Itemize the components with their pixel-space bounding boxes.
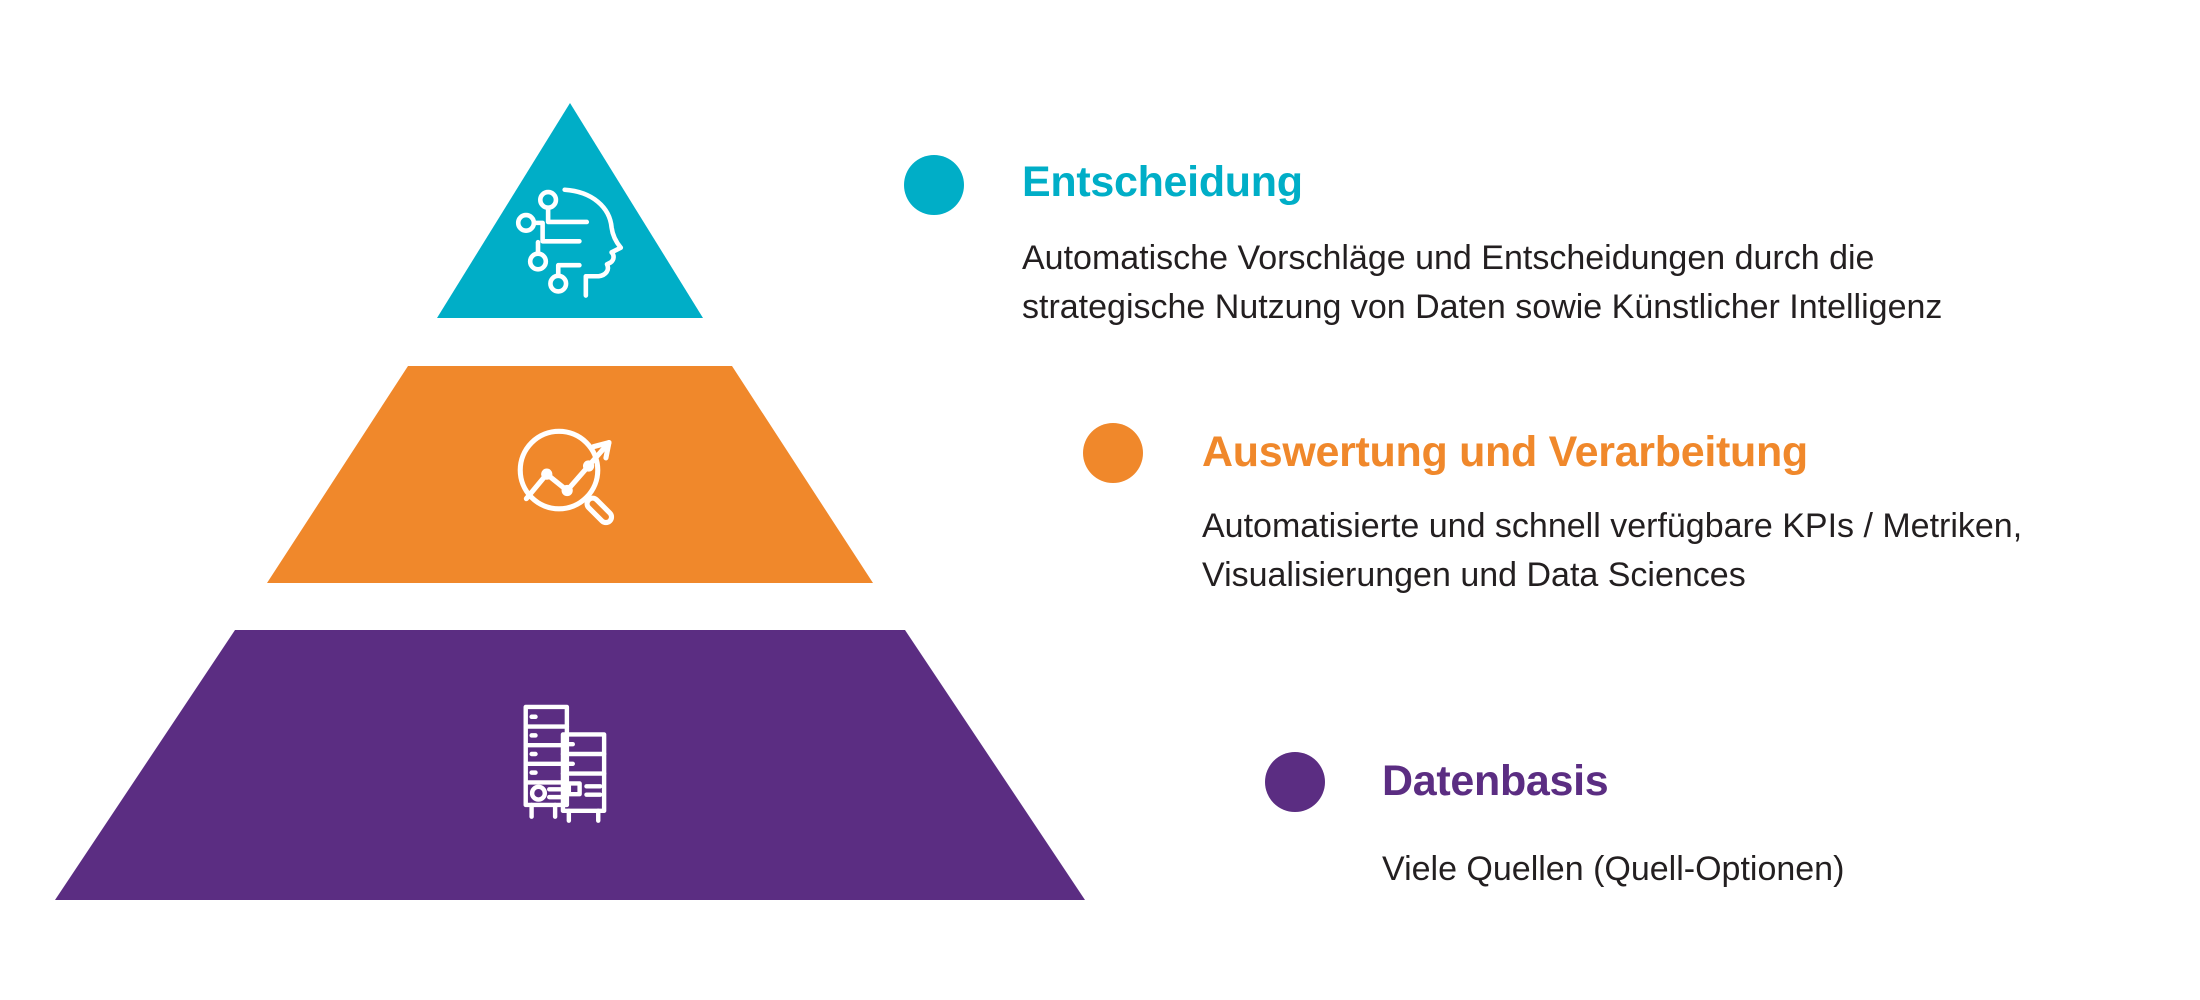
magnifier-chart-icon	[517, 428, 615, 526]
description-line: Automatische Vorschläge und Entscheidung…	[1022, 239, 1875, 277]
entry-entscheidung-description: Automatische Vorschläge und Entscheidung…	[1022, 234, 1942, 332]
entry-entscheidung-heading: Entscheidung	[1022, 158, 1303, 206]
entry-auswertung-description: Automatisierte und schnell verfügbare KP…	[1202, 502, 2022, 600]
server-racks-icon	[523, 704, 607, 823]
description-line: Visualisierungen und Data Sciences	[1202, 556, 1746, 594]
entry-datenbasis-heading: Datenbasis	[1382, 757, 1609, 805]
pyramid-graphic	[55, 103, 1085, 900]
entry-datenbasis: Datenbasis Viele Quellen (Quell-Optionen…	[1382, 757, 1844, 894]
ai-head-icon	[515, 187, 624, 298]
legend-dot-auswertung	[1083, 423, 1143, 483]
entry-auswertung-heading: Auswertung und Verarbeitung	[1202, 428, 1808, 476]
entry-entscheidung: Entscheidung Automatische Vorschläge und…	[1022, 158, 1942, 332]
entry-auswertung: Auswertung und Verarbeitung Automatisier…	[1202, 428, 2022, 600]
description-line: strategische Nutzung von Daten sowie Kün…	[1022, 288, 1943, 326]
legend-dot-datenbasis	[1265, 752, 1325, 812]
description-line: Automatisierte und schnell verfügbare KP…	[1202, 507, 2023, 545]
entry-datenbasis-description: Viele Quellen (Quell-Optionen)	[1382, 845, 1844, 894]
legend-dot-entscheidung	[904, 155, 964, 215]
pyramid-level-top-shape	[437, 103, 703, 318]
description-line: Viele Quellen (Quell-Optionen)	[1382, 850, 1845, 888]
pyramid-level-middle-shape	[267, 366, 873, 583]
